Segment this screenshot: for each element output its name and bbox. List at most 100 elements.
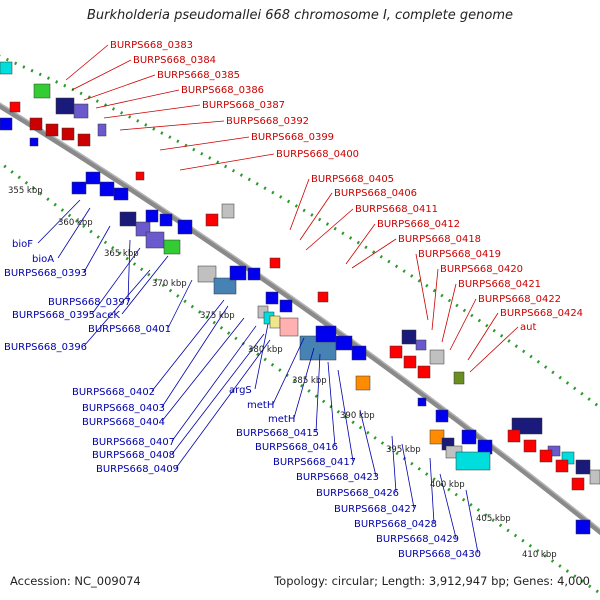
- top-leader-line: [289, 178, 310, 231]
- feature-top-3: [73, 103, 89, 119]
- feature-bottom-21: [279, 317, 299, 337]
- feature-top-25: [555, 459, 569, 473]
- top-leader-line: [83, 74, 156, 101]
- bottom-leader-line: [254, 323, 269, 390]
- feature-top-29: [417, 365, 431, 379]
- gene-label-top: BURPS668_0385: [157, 70, 240, 81]
- gene-label-top: BURPS668_0422: [478, 294, 561, 305]
- bottom-leader-line: [327, 361, 336, 447]
- bottom-leader-line: [161, 305, 229, 408]
- scale-tick-label: 390 kbp: [340, 411, 375, 421]
- gene-label-top: BURPS668_0386: [181, 85, 264, 96]
- top-leader-line: [431, 268, 439, 331]
- gene-label-bottom: BURPS668_0403: [82, 403, 165, 414]
- feature-bottom-11: [177, 219, 193, 235]
- gene-label-bottom: BURPS668_0407: [92, 437, 175, 448]
- feature-bottom-31: [461, 429, 477, 445]
- feature-bottom-2: [85, 171, 101, 185]
- scale-tick-label: 375 kbp: [200, 311, 235, 321]
- feature-bottom-4: [113, 187, 129, 201]
- feature-top-28: [403, 355, 417, 369]
- bottom-leader-line: [429, 457, 435, 524]
- bottom-leader-line: [175, 339, 271, 469]
- feature-top-31: [135, 171, 145, 181]
- feature-top-6: [29, 117, 43, 131]
- feature-bottom-26: [355, 375, 371, 391]
- feature-bottom-35: [575, 519, 591, 535]
- bottom-leader-line: [151, 299, 225, 392]
- bottom-leader-line: [57, 207, 91, 259]
- feature-bottom-7: [145, 231, 165, 249]
- feature-bottom-14: [229, 265, 247, 281]
- scale-tick-label: 380 kbp: [248, 345, 283, 355]
- feature-top-20: [575, 459, 591, 475]
- gene-label-bottom: BURPS668_0396: [4, 342, 87, 353]
- top-leader-line: [469, 326, 519, 373]
- bottom-leader-line: [315, 353, 321, 433]
- top-leader-line: [351, 238, 397, 269]
- feature-top-23: [523, 439, 537, 453]
- gene-label-bottom: BURPS668_0395: [12, 310, 95, 321]
- feature-top-22: [507, 429, 521, 443]
- gene-label-top: BURPS668_0412: [377, 219, 460, 230]
- gene-label-bottom: BURPS668_0401: [88, 324, 171, 335]
- gene-label-bottom: bioA: [32, 254, 54, 265]
- gene-label-bottom: BURPS668_0417: [273, 457, 356, 468]
- bottom-gene-labels: bioFbioABURPS668_0393BURPS668_0397BURPS6…: [4, 239, 481, 560]
- scale-tick-label: 365 kbp: [104, 249, 139, 259]
- feature-bottom-28: [429, 429, 445, 445]
- feature-top-30: [205, 213, 219, 227]
- gene-features: [0, 61, 600, 535]
- top-leader-line: [299, 192, 333, 241]
- top-leader-line: [467, 312, 499, 361]
- feature-top-0: [0, 61, 13, 75]
- bottom-leader-line: [91, 247, 141, 315]
- gene-label-top: aut: [520, 322, 536, 333]
- feature-top-12: [317, 291, 329, 303]
- top-gene-labels: BURPS668_0383BURPS668_0384BURPS668_0385B…: [110, 40, 583, 333]
- scale-tick-label: 405 kbp: [476, 514, 511, 524]
- feature-top-24: [539, 449, 553, 463]
- scale-tick-label: 400 kbp: [430, 480, 465, 490]
- gene-label-top: BURPS668_0424: [500, 308, 583, 319]
- bottom-leader-line: [171, 333, 265, 455]
- feature-bottom-12: [197, 265, 217, 283]
- bottom-leader-line: [167, 279, 193, 329]
- feature-top-8: [61, 127, 75, 141]
- feature-top-15: [429, 349, 445, 365]
- bottom-leader-line: [127, 239, 131, 302]
- gene-label-bottom: BURPS668_0415: [236, 428, 319, 439]
- bottom-leader-line: [391, 435, 397, 493]
- chromosome-backbone: [0, 102, 600, 536]
- map-title: Burkholderia pseudomallei 668 chromosome…: [86, 8, 514, 23]
- feature-top-27: [389, 345, 403, 359]
- gene-label-bottom: BURPS668_0397: [48, 297, 131, 308]
- gene-label-bottom: argS: [229, 385, 252, 396]
- gene-label-top: BURPS668_0387: [202, 100, 285, 111]
- feature-bottom-25: [351, 345, 367, 361]
- feature-bottom-9: [145, 209, 159, 223]
- gene-label-bottom: BURPS668_0423: [296, 472, 379, 483]
- feature-bottom-23: [315, 325, 337, 343]
- feature-bottom-16: [265, 291, 279, 305]
- bottom-leader-line: [401, 443, 415, 509]
- genome-summary-text: Topology: circular; Length: 3,912,947 bp…: [274, 574, 590, 588]
- feature-top-26: [571, 477, 585, 491]
- gene-label-top: BURPS668_0418: [398, 234, 481, 245]
- scale-tick-label: 385 kbp: [292, 376, 327, 386]
- gene-label-top: BURPS668_0400: [276, 149, 359, 160]
- top-leader-line: [305, 208, 354, 251]
- feature-bottom-0: [0, 117, 13, 131]
- top-leader-line: [415, 253, 429, 321]
- gene-label-top: BURPS668_0411: [355, 204, 438, 215]
- gene-label-bottom: BURPS668_0393: [4, 268, 87, 279]
- feature-top-16: [453, 371, 465, 385]
- gene-label-bottom: metH: [268, 414, 295, 425]
- scale-tick-label: 360 kbp: [58, 218, 93, 228]
- gene-label-top: BURPS668_0421: [458, 279, 541, 290]
- label-leader-lines: [37, 44, 519, 554]
- scale-tick-label: 395 kbp: [386, 445, 421, 455]
- feature-top-5: [9, 101, 21, 113]
